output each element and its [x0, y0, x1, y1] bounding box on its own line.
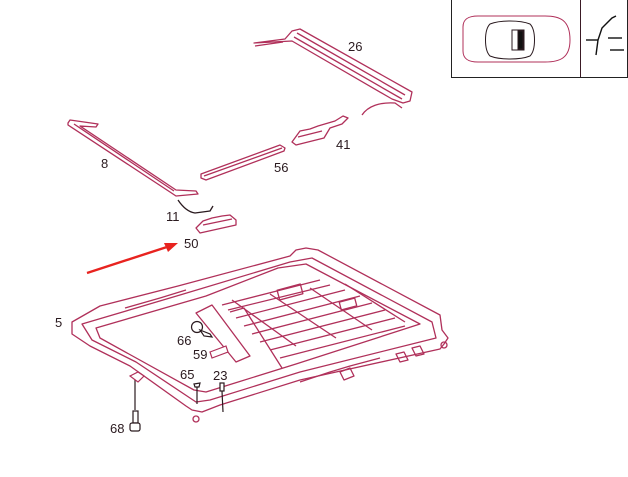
label-23[interactable]: 23: [213, 368, 228, 383]
label-11[interactable]: 11: [166, 209, 180, 224]
part-5-frame: [71, 247, 449, 423]
label-66[interactable]: 66: [177, 333, 192, 348]
label-56[interactable]: 56: [274, 160, 289, 175]
slide-symbol-icon: [586, 15, 624, 56]
part-11-wire: [177, 199, 214, 214]
part-8-bar: [67, 119, 199, 197]
part-66-screw: [190, 320, 214, 338]
part-50-clip: [195, 214, 237, 234]
part-26-rail: [253, 28, 413, 116]
part-59-clip: [209, 345, 229, 359]
label-68[interactable]: 68: [110, 421, 125, 436]
label-26[interactable]: 26: [348, 39, 363, 54]
label-65[interactable]: 65: [180, 367, 195, 382]
part-23-screw: [219, 382, 225, 413]
car-top-view-icon: [462, 15, 571, 63]
label-5[interactable]: 5: [55, 315, 63, 330]
label-59[interactable]: 59: [193, 347, 208, 362]
label-50[interactable]: 50: [184, 236, 199, 251]
inset-divider: [580, 0, 581, 77]
inset-panel: [451, 0, 628, 78]
label-8[interactable]: 8: [101, 156, 109, 171]
label-41[interactable]: 41: [336, 137, 351, 152]
part-41-bracket: [291, 115, 349, 146]
part-65-screw: [193, 382, 201, 404]
part-68-bolt: [128, 371, 145, 432]
part-56-guide: [200, 144, 286, 181]
highlight-arrow: [86, 243, 178, 275]
